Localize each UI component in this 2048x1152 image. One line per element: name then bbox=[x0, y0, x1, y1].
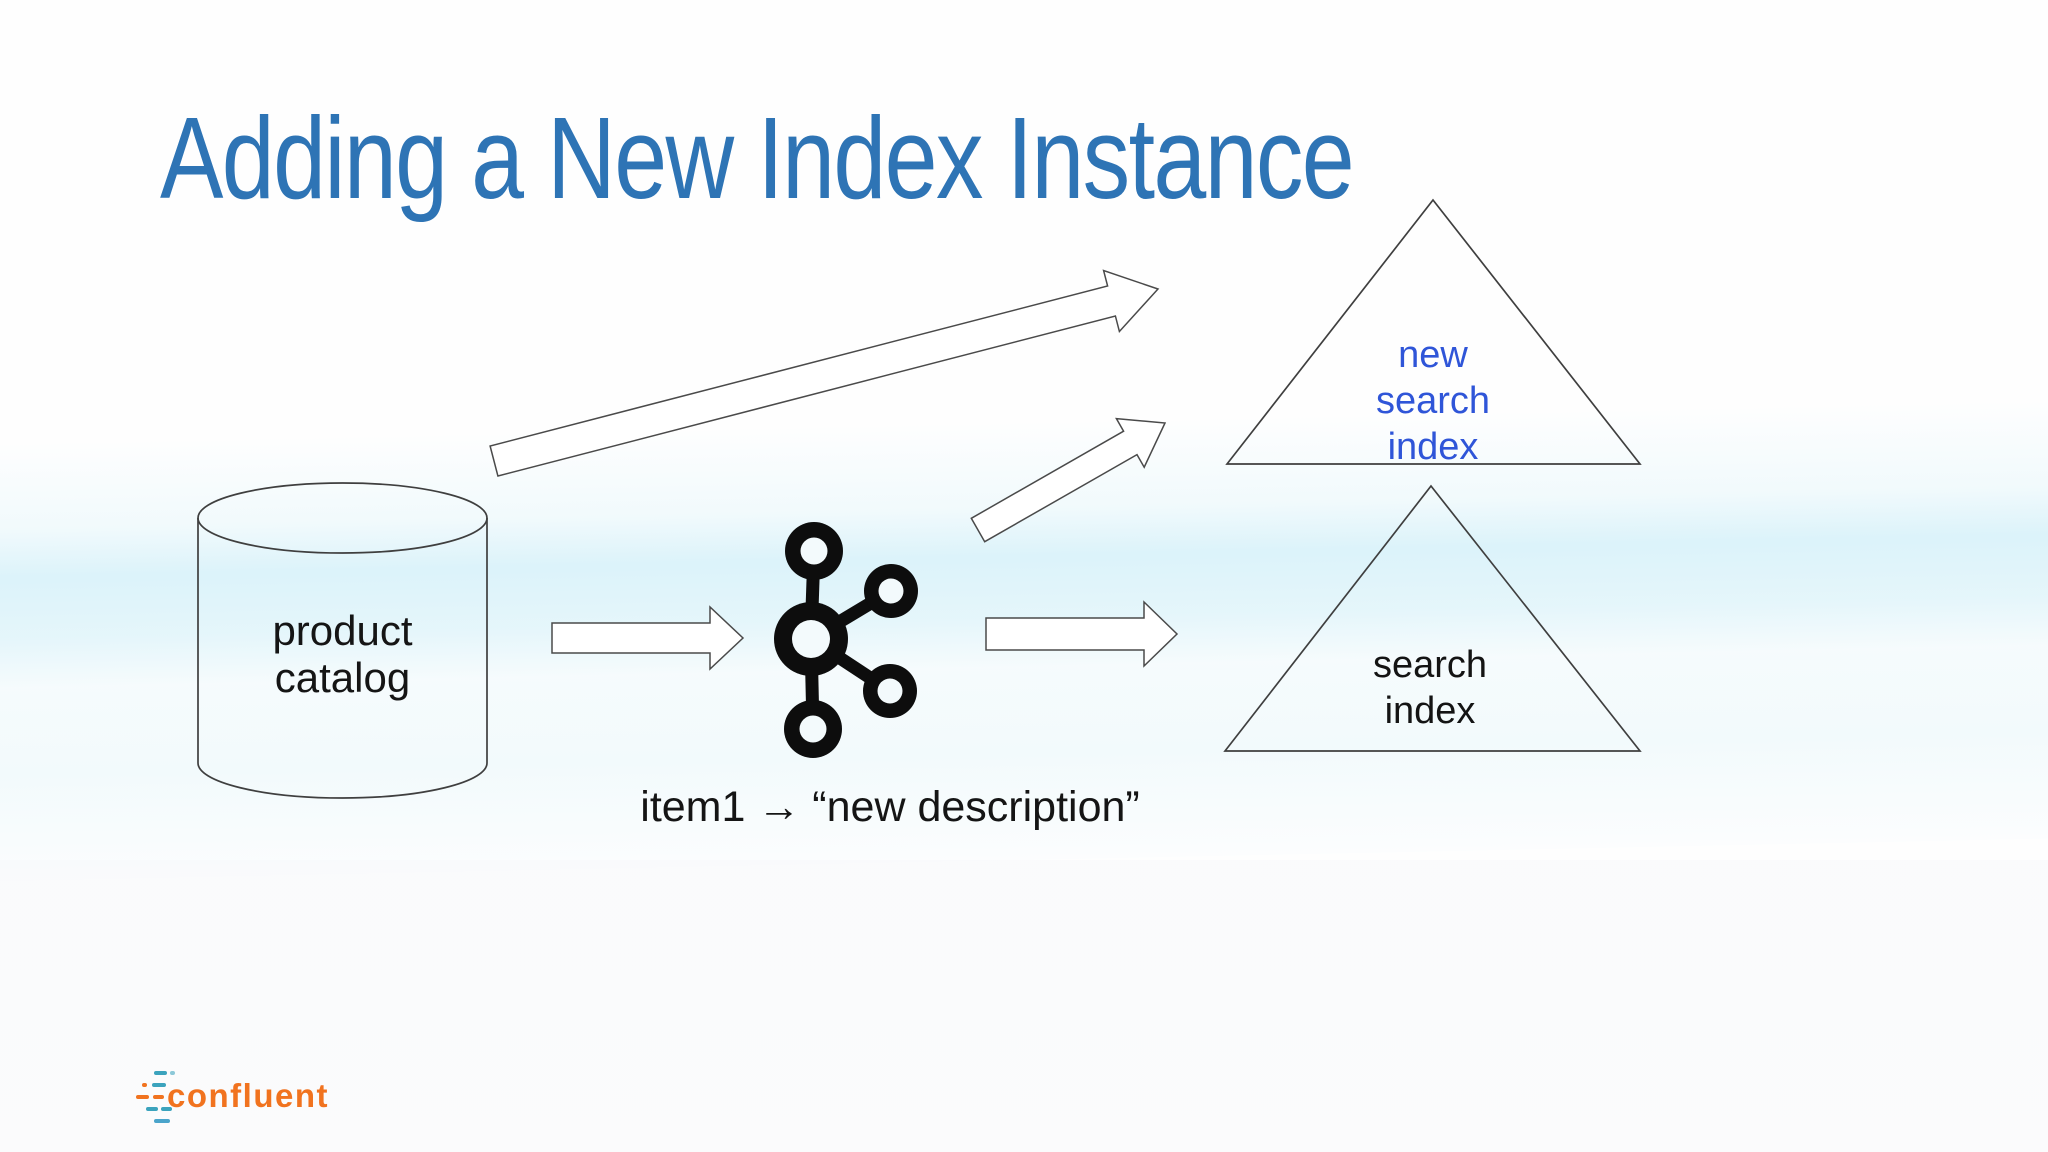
confluent-mark-dash bbox=[146, 1107, 158, 1111]
arrow-catalog-to-new-index bbox=[489, 269, 1160, 477]
confluent-mark-dash bbox=[153, 1095, 164, 1099]
new-search-index-label-line3: index bbox=[1387, 426, 1479, 468]
confluent-mark-dash bbox=[161, 1107, 172, 1111]
product-catalog-label-line1: product bbox=[272, 607, 413, 654]
confluent-logo: confluent bbox=[134, 1066, 374, 1130]
confluent-wordmark: confluent bbox=[167, 1077, 329, 1114]
arrow-catalog-to-kafka bbox=[551, 605, 745, 671]
confluent-mark-dash bbox=[142, 1083, 147, 1087]
search-index-label: search index bbox=[1280, 642, 1580, 734]
confluent-mark-dash bbox=[136, 1095, 149, 1099]
confluent-mark-dash bbox=[152, 1083, 166, 1087]
new-search-index-label-line2: search bbox=[1375, 380, 1491, 422]
cylinder-top bbox=[197, 482, 488, 554]
product-catalog-label: product catalog bbox=[198, 607, 487, 701]
search-index-label-line1: search bbox=[1372, 644, 1488, 686]
search-index-label-line2: index bbox=[1384, 690, 1476, 732]
slide-title: Adding a New Index Instance bbox=[160, 93, 1355, 223]
new-search-index-triangle bbox=[1225, 198, 1642, 465]
confluent-mark-dash bbox=[170, 1071, 175, 1075]
confluent-mark-dash bbox=[154, 1071, 167, 1075]
event-caption: item1 → “new description” bbox=[640, 783, 1140, 831]
product-catalog-label-line2: catalog bbox=[274, 654, 411, 701]
cylinder-body bbox=[197, 518, 488, 799]
new-search-index-label: new search index bbox=[1283, 332, 1583, 470]
kafka-logo-icon bbox=[774, 522, 918, 758]
confluent-mark-dash bbox=[154, 1119, 170, 1123]
search-index-triangle bbox=[1223, 484, 1642, 752]
arrow-kafka-to-new-index bbox=[970, 417, 1167, 543]
arrow-kafka-to-index bbox=[985, 600, 1179, 668]
product-catalog-cylinder bbox=[197, 482, 488, 799]
new-search-index-label-line1: new bbox=[1398, 334, 1468, 376]
